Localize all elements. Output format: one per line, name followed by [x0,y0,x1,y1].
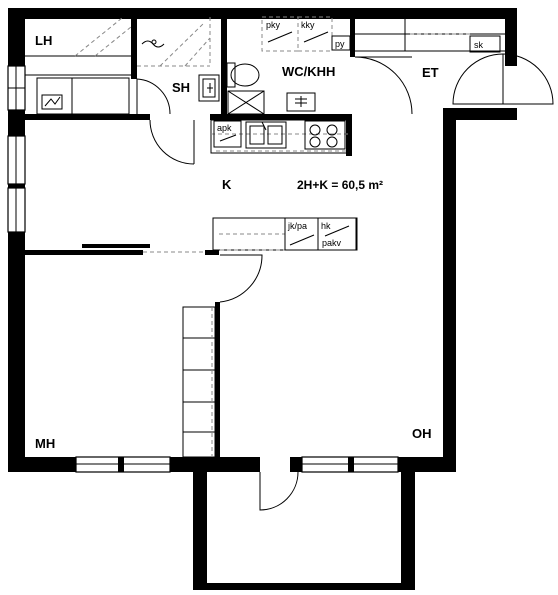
fixtures: pky kky py sk [25,16,505,458]
lh-radiator-icon [41,94,63,110]
area-label: 2H+K = 60,5 m² [297,178,383,192]
kitchen-counter-upper [210,119,352,154]
mh-wardrobe [182,306,216,458]
lh-door [149,119,195,165]
label-py: py [335,39,345,49]
room-label-oh: OH [412,426,432,441]
label-pky: pky [266,20,281,30]
outer-walls [8,8,517,590]
label-sk: sk [474,40,484,50]
et-wardrobe [355,17,505,52]
mh-door [219,254,263,303]
dryer-kky: kky [297,16,333,52]
shower-head-icon [141,39,165,48]
label-pakv: pakv [322,238,342,248]
doors [136,53,554,511]
room-labels: LH SH WC/KHH ET K MH OH 2H+K = 60,5 m² [35,33,439,451]
room-label-k: K [222,177,232,192]
window-k-lower [7,187,26,233]
label-kky: kky [301,20,315,30]
interior-walls [25,17,355,457]
label-hk: hk [321,221,331,231]
kitchen-sink-icon [245,121,287,149]
label-jk-pa: jk/pa [287,221,307,231]
lh-furniture [25,17,132,115]
balcony-door [259,471,299,511]
label-apk: apk [217,123,232,133]
sk-cabinet: sk [469,35,501,53]
wc-box-x-icon [227,90,265,115]
sh-door [136,78,171,115]
washer-pky: pky [261,16,299,52]
wc-toilet-icon [226,62,260,88]
windows [7,65,399,473]
room-label-sh: SH [172,80,190,95]
room-label-mh: MH [35,436,55,451]
stove-icon [304,120,346,150]
room-label-wc-khh: WC/KHH [282,64,335,79]
room-label-lh: LH [35,33,52,48]
wc-sink-icon [286,92,316,112]
window-oh [301,456,399,473]
sh-shower [137,17,211,67]
window-k-upper [7,135,26,185]
py-cabinet: py [331,35,351,51]
window-lh [7,65,26,111]
sh-sink-icon [198,74,220,102]
fridge-jk-pa: jk/pa [284,217,319,251]
dishwasher-apk: apk [213,120,242,148]
wc-door [354,56,413,115]
hood-hk-pakv: hk pakv [317,217,357,251]
entry-door [452,53,554,105]
window-mh [75,456,171,473]
room-label-et: ET [422,65,439,80]
